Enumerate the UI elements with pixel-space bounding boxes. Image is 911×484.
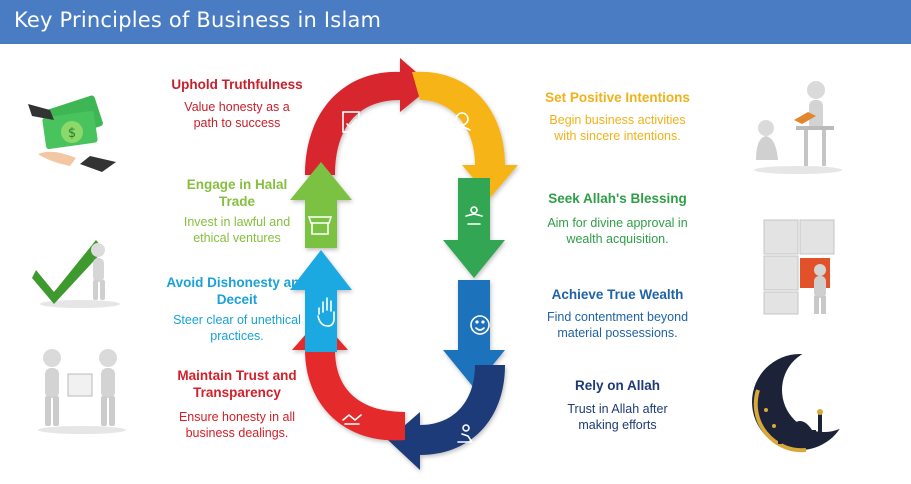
item-engage-halal-trade: Engage in Halal Trade Invest in lawful a… xyxy=(150,176,324,246)
kneeling-person-icon xyxy=(457,424,473,443)
checkmark-figure-icon xyxy=(32,232,127,310)
item-achieve-true-wealth: Achieve True Wealth Find contentment bey… xyxy=(530,286,705,341)
item-description: Trust in Allah after making efforts xyxy=(567,402,668,432)
item-heading: Avoid Dishonesty and Deceit xyxy=(166,275,308,307)
item-description: Invest in lawful and ethical ventures xyxy=(183,215,291,245)
smiley-icon xyxy=(470,315,490,335)
cycle-segment-navy xyxy=(388,365,505,470)
header-bar: Key Principles of Business in Islam xyxy=(0,0,911,44)
item-heading: Maintain Trust and Transparency xyxy=(177,368,297,400)
item-description: Ensure honesty in all business dealings. xyxy=(178,410,296,440)
teacher-figures-icon xyxy=(748,78,846,176)
item-heading: Achieve True Wealth xyxy=(551,287,684,302)
trust-handshake-icon xyxy=(342,413,362,425)
person-blessing-icon xyxy=(465,206,483,225)
box-exchange-figures-icon xyxy=(32,344,130,436)
item-heading: Seek Allah's Blessing xyxy=(548,191,687,206)
cycle-segment-red-top xyxy=(305,58,432,175)
item-maintain-trust: Maintain Trust and Transparency Ensure h… xyxy=(150,367,324,441)
item-heading: Uphold Truthfulness xyxy=(171,77,303,92)
item-set-positive-intentions: Set Positive Intentions Begin business a… xyxy=(530,89,705,144)
item-heading: Set Positive Intentions xyxy=(545,90,690,105)
item-description: Steer clear of unethical practices. xyxy=(173,313,301,343)
item-description: Aim for divine approval in wealth acquis… xyxy=(547,216,688,246)
item-description: Find contentment beyond material possess… xyxy=(546,310,689,340)
svg-text:$: $ xyxy=(68,126,76,141)
item-rely-on-allah: Rely on Allah Trust in Allah after makin… xyxy=(530,377,705,433)
cycle-segment-yellow xyxy=(412,71,518,198)
item-seek-allah-blessing: Seek Allah's Blessing Aim for divine app… xyxy=(530,190,705,247)
item-description: Begin business activities with sincere i… xyxy=(549,113,686,143)
puzzle-figure-icon xyxy=(758,212,850,320)
item-description: Value honesty as a path to success xyxy=(184,100,290,130)
crescent-mosque-icon xyxy=(748,350,852,454)
item-avoid-dishonesty: Avoid Dishonesty and Deceit Steer clear … xyxy=(150,274,324,344)
cycle-segment-blue xyxy=(443,280,505,388)
item-uphold-truthfulness: Uphold Truthfulness Value honesty as a p… xyxy=(150,76,324,131)
item-heading: Engage in Halal Trade xyxy=(186,177,288,209)
item-heading: Rely on Allah xyxy=(574,378,660,393)
certificate-icon xyxy=(342,111,360,133)
money-handshake-icon: $ xyxy=(20,92,120,182)
cycle-segment-green xyxy=(443,178,505,278)
money-hand-icon xyxy=(451,112,471,131)
page-title: Key Principles of Business in Islam xyxy=(14,8,382,32)
